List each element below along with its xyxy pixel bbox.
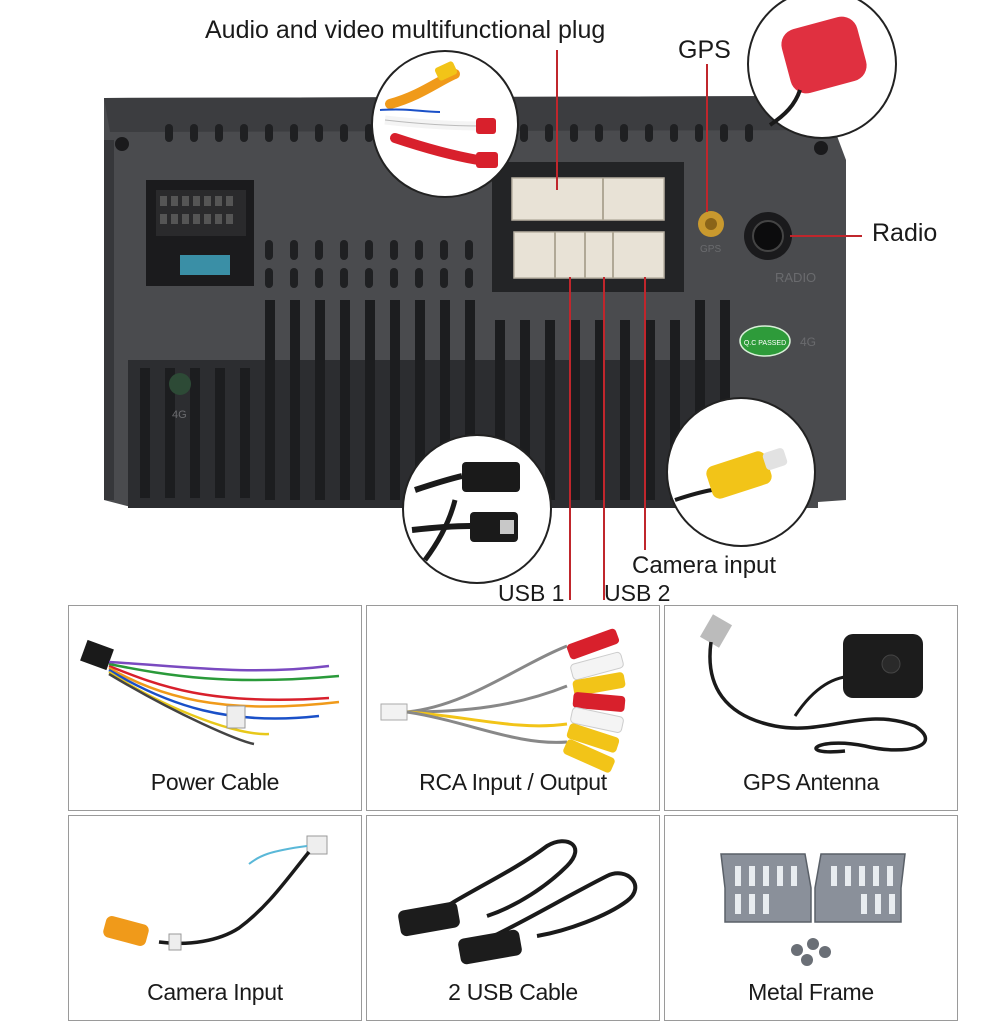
camera-cable-image [103, 835, 328, 951]
head-unit-body: 4G GPS RADIO Q.C PASSED 4G [104, 96, 846, 508]
accessory-label: GPS Antenna [742, 769, 880, 795]
radio-antenna-port: RADIO [744, 212, 816, 285]
callout-usb2: USB 2 [604, 580, 671, 606]
qc-badge-text: Q.C PASSED [744, 340, 786, 347]
middle-vent-slots [265, 240, 473, 288]
accessory-label: Camera Input [147, 979, 283, 1005]
head-unit-rear-illustration: 4G GPS RADIO Q.C PASSED 4G [104, 0, 897, 600]
accessory-metal-frame: Metal Frame [664, 815, 958, 1021]
usb-cable-inset [402, 434, 552, 584]
callout-camera-input: Camera input [632, 552, 777, 579]
rca-cable-image [380, 628, 626, 773]
accessory-label: Power Cable [150, 769, 280, 795]
gps-antenna-inset [747, 0, 897, 139]
gps-port-label: GPS [700, 244, 721, 255]
callout-av-plug: Audio and video multifunctional plug [205, 16, 606, 44]
accessory-camera-input: Camera Input [68, 815, 362, 1021]
gps-antenna-image [699, 614, 928, 754]
accessory-2-usb-cable: 2 USB Cable [366, 815, 660, 1021]
accessory-gps-antenna: GPS Antenna [664, 605, 958, 811]
callout-usb1: USB 1 [498, 580, 565, 606]
4g-port-right-label: 4G [800, 335, 816, 349]
accessories-grid: Power Cable RCA Input / Output GPS Ante [68, 605, 958, 1021]
power-cable-image [80, 639, 340, 746]
qc-passed-badge: Q.C PASSED [739, 325, 791, 357]
4g-port-left-label: 4G [172, 409, 187, 421]
top-vent-slots [165, 124, 753, 142]
accessory-label: Metal Frame [748, 979, 874, 1005]
callout-gps: GPS [678, 36, 731, 64]
radio-port-label: RADIO [775, 270, 816, 285]
camera-input-inset [666, 397, 816, 547]
usb-cable-image [398, 839, 638, 965]
metal-frame-image [720, 853, 906, 966]
harness-connector-bay [492, 162, 684, 292]
callout-lines [556, 50, 862, 600]
accessory-power-cable: Power Cable [68, 605, 362, 811]
power-connector-port [146, 180, 254, 286]
rca-plug-inset [371, 50, 519, 198]
callout-radio: Radio [872, 219, 938, 247]
accessory-label: 2 USB Cable [448, 979, 578, 1005]
accessory-label: RCA Input / Output [419, 769, 607, 795]
gps-antenna-port: GPS [698, 211, 724, 255]
accessory-rca-input-output: RCA Input / Output [366, 605, 660, 811]
4g-port-left [169, 373, 191, 395]
